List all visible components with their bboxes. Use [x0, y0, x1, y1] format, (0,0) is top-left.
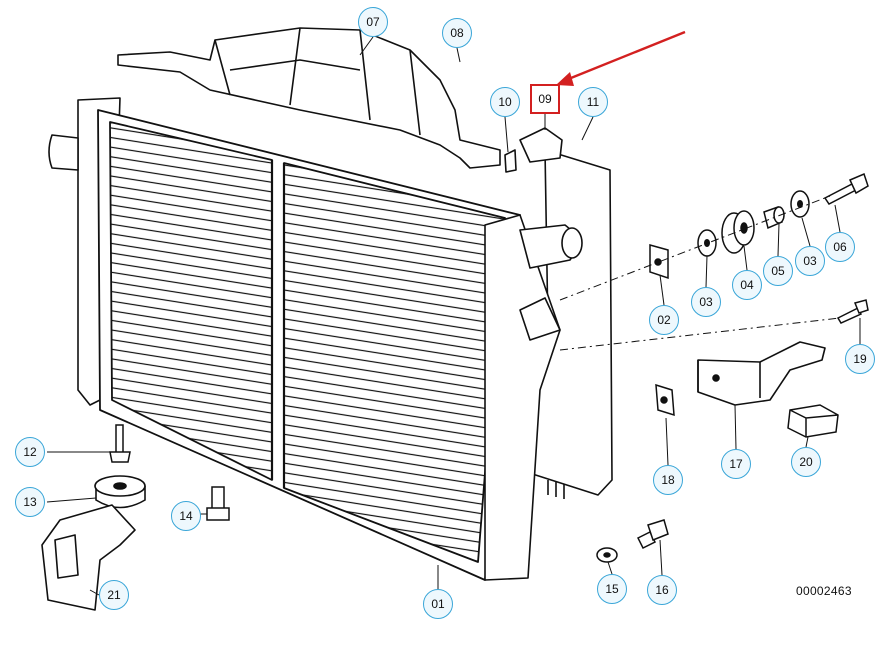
- rubber-bushing-04: [721, 210, 755, 254]
- bolt-16: [636, 519, 669, 550]
- axis-line-lower: [559, 317, 841, 351]
- leader-lines: [46, 36, 861, 596]
- callout-11[interactable]: 11: [578, 87, 608, 117]
- callout-10[interactable]: 10: [490, 87, 520, 117]
- callout-02[interactable]: 02: [649, 305, 679, 335]
- callout-01[interactable]: 01: [423, 589, 453, 619]
- callout-08[interactable]: 08: [442, 18, 472, 48]
- axis-line-upper: [559, 195, 831, 301]
- callout-17[interactable]: 17: [721, 449, 751, 479]
- clip-nut-02: [649, 244, 669, 280]
- rubber-pad-20: [787, 404, 839, 438]
- stud-12: [109, 424, 131, 463]
- rubber-mount-13: [94, 475, 146, 509]
- washer-03-right-hole: [797, 200, 803, 208]
- callout-21[interactable]: 21: [99, 580, 129, 610]
- callout-12[interactable]: 12: [15, 437, 45, 467]
- callout-03-right[interactable]: 03: [795, 246, 825, 276]
- bolt-06: [823, 172, 869, 205]
- washer-15: [596, 547, 618, 563]
- callout-09-highlighted[interactable]: 09: [530, 84, 560, 114]
- fan-shroud: [117, 27, 501, 169]
- bolt-14: [206, 486, 230, 521]
- clip-nut-18: [655, 383, 675, 417]
- highlight-arrow: [556, 30, 686, 86]
- callout-04[interactable]: 04: [732, 270, 762, 300]
- callout-07[interactable]: 07: [358, 7, 388, 37]
- radiator-core: [97, 109, 521, 581]
- callout-16[interactable]: 16: [647, 575, 677, 605]
- callout-13[interactable]: 13: [15, 487, 45, 517]
- callout-05[interactable]: 05: [763, 256, 793, 286]
- callout-15[interactable]: 15: [597, 574, 627, 604]
- callout-20[interactable]: 20: [791, 447, 821, 477]
- right-end-tank: [484, 214, 583, 581]
- mounting-bracket-09: [504, 127, 563, 173]
- callout-18[interactable]: 18: [653, 465, 683, 495]
- callout-14[interactable]: 14: [171, 501, 201, 531]
- callout-03-left[interactable]: 03: [691, 287, 721, 317]
- bolt-19: [836, 299, 869, 324]
- bracket-21: [41, 504, 136, 611]
- support-bracket-17: [697, 341, 826, 406]
- callout-19[interactable]: 19: [845, 344, 875, 374]
- callout-06[interactable]: 06: [825, 232, 855, 262]
- drawing-number: 00002463: [796, 584, 852, 598]
